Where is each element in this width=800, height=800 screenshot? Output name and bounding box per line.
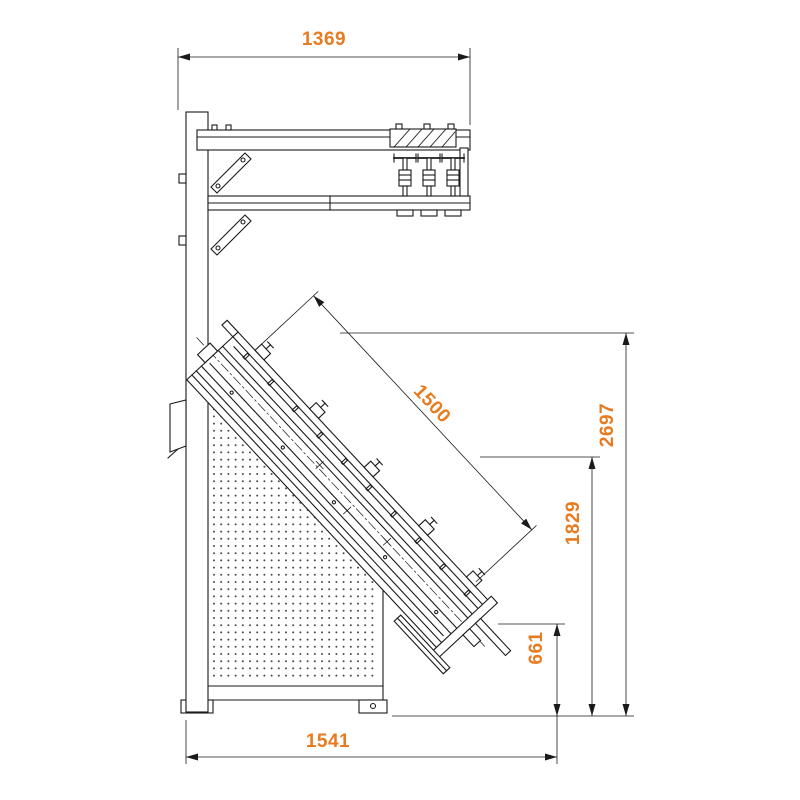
bed-clamp <box>417 516 438 537</box>
bed-clamp <box>308 399 329 420</box>
dim-label-lower-height: 661 <box>526 631 547 664</box>
dim-label-incline-length: 1500 <box>409 381 455 428</box>
dim-label-overall-height: 2697 <box>597 403 618 447</box>
inclined-bed: 1500 <box>186 291 537 675</box>
dim-1541 <box>185 624 558 764</box>
bed-clamp <box>465 567 486 588</box>
bed-clamp <box>363 458 384 478</box>
dimension-lines <box>177 48 634 764</box>
machine-column <box>167 111 209 713</box>
dim-label-base-width: 1541 <box>306 731 350 752</box>
toggle-clamp <box>441 153 465 217</box>
machine-structure: 1500 <box>167 111 537 714</box>
reference-marks <box>315 460 392 546</box>
dim-1500 <box>257 291 537 583</box>
dim-1829 <box>480 456 600 716</box>
perforated-panel-dots <box>213 408 374 677</box>
clamp-assembly <box>389 123 469 217</box>
dim-label-top-width: 1369 <box>302 29 346 50</box>
gusset-upper <box>210 152 252 194</box>
toggle-clamp <box>393 153 417 217</box>
dim-label-upper-height: 1829 <box>563 501 584 545</box>
machine-base <box>180 581 388 714</box>
dim-1369 <box>177 48 471 125</box>
dim-2697 <box>340 332 634 716</box>
gusset-lower <box>210 214 252 256</box>
dim-661 <box>498 623 565 716</box>
toggle-clamp <box>417 153 441 217</box>
